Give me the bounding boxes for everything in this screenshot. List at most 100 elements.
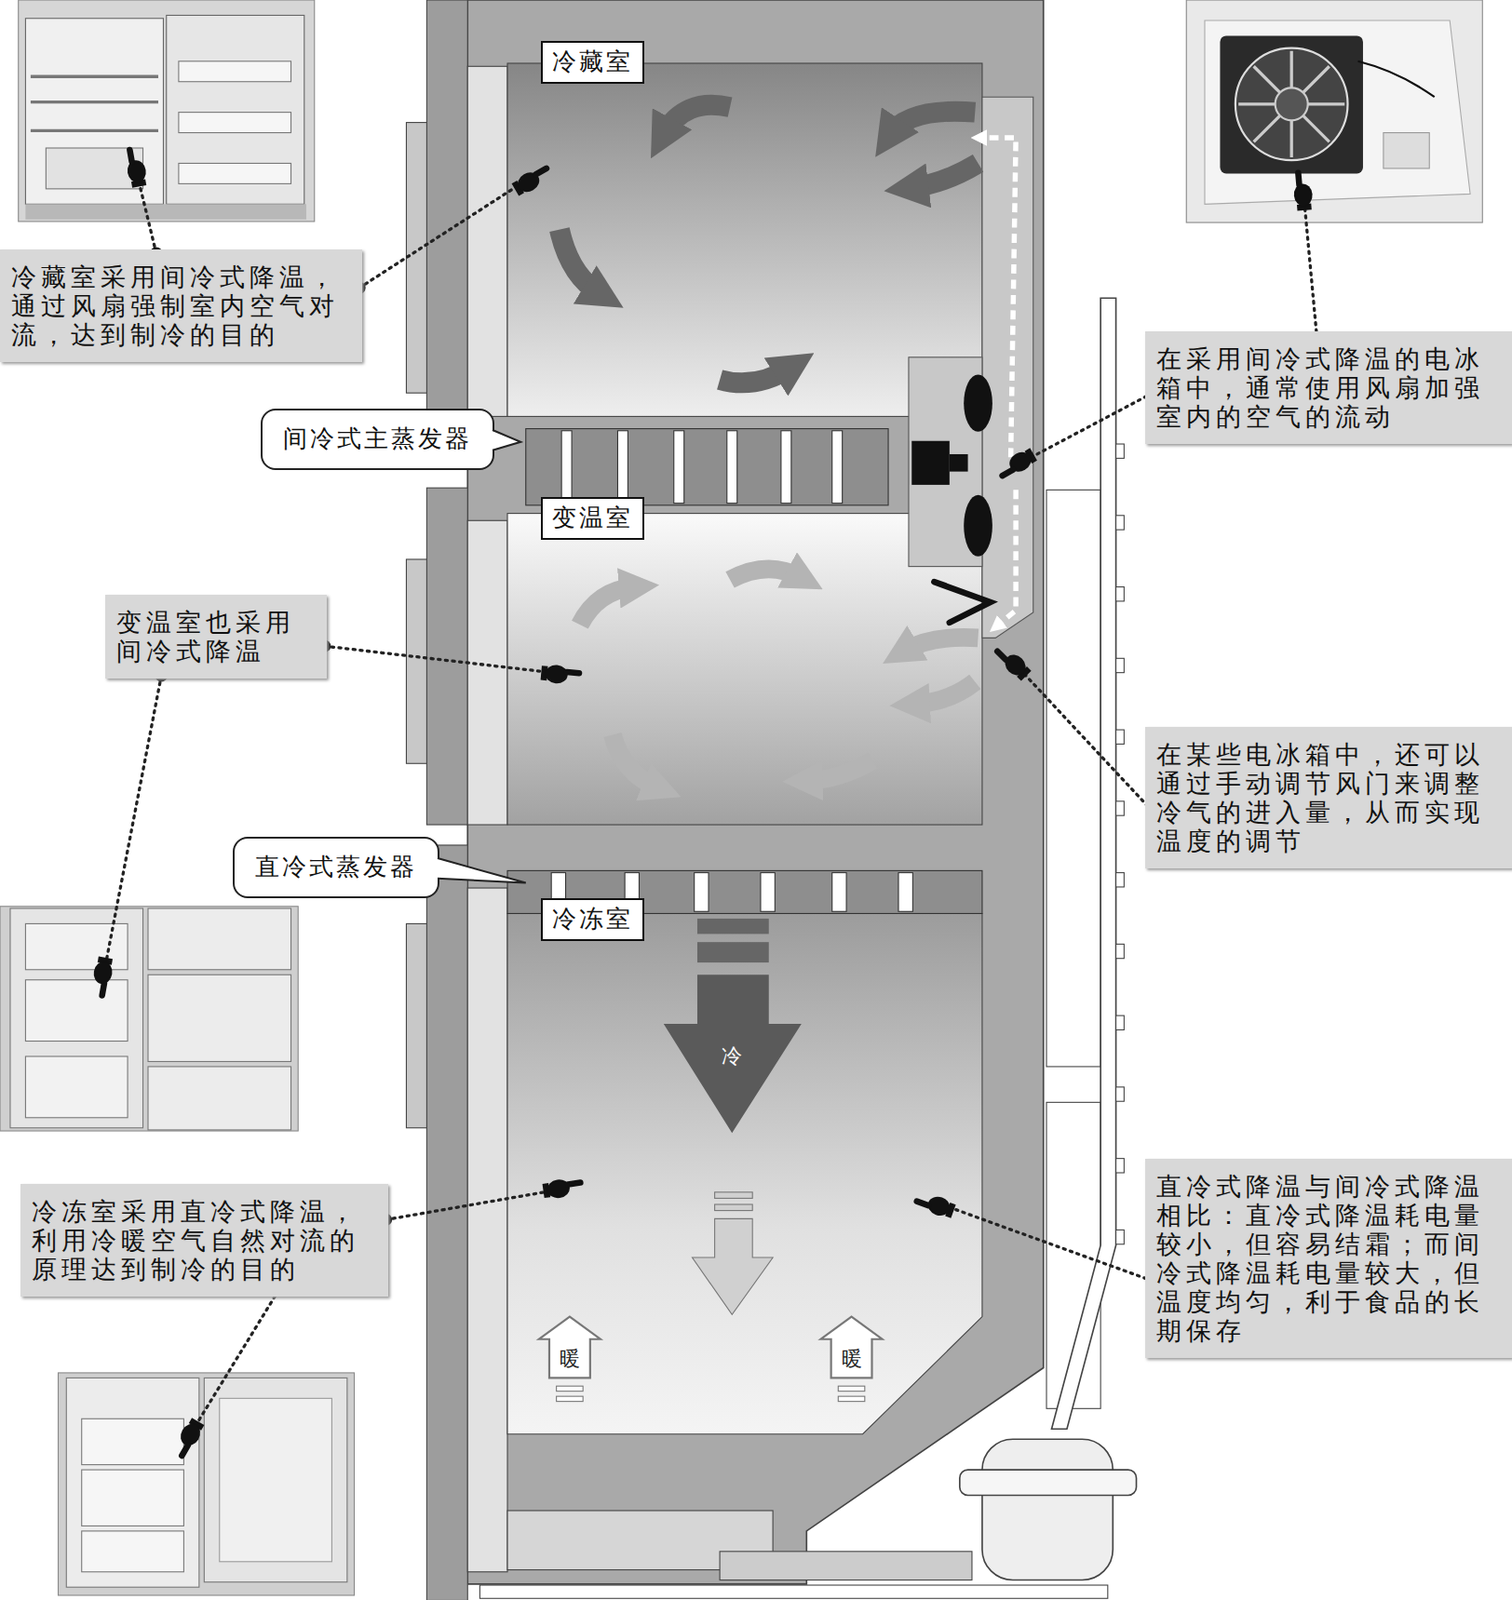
note-box: 直冷式降温与间冷式降温相比：直冷式降温耗电量较小，但容易结霜；而间冷式降温耗电量…	[1145, 1159, 1512, 1359]
compressor	[982, 1439, 1113, 1580]
photo	[148, 908, 292, 971]
airflow-arrow	[903, 637, 978, 652]
cabinet	[467, 0, 1043, 1585]
box-text: 冷藏室	[552, 46, 634, 79]
arrow-label: 暖	[841, 1349, 863, 1370]
photo	[25, 1056, 128, 1119]
photo	[1219, 35, 1364, 174]
photo	[81, 1531, 185, 1573]
photo	[81, 1418, 185, 1465]
photo	[1235, 48, 1349, 162]
air-damper	[933, 581, 990, 623]
box-text: 冷藏室采用间冷式降温，通过风扇强制室内空气对流，达到制冷的目的	[11, 262, 351, 350]
evaporator	[832, 431, 843, 504]
pointing-hand	[169, 1417, 206, 1462]
cabinet	[426, 845, 468, 1600]
photo	[81, 1470, 185, 1526]
airflow-arrow	[539, 1317, 601, 1379]
condenser	[1116, 587, 1125, 602]
cabinet	[426, 487, 468, 825]
airflow-arrow	[837, 1396, 865, 1402]
evaporator	[694, 873, 709, 913]
note-box: 冷冻室采用直冷式降温，利用冷暖空气自然对流的原理达到制冷的目的	[20, 1184, 389, 1297]
condenser	[1046, 489, 1101, 1067]
box-text: 变温室也采用间冷式降温	[116, 607, 316, 666]
cabinet	[405, 122, 427, 394]
photo	[148, 974, 292, 1062]
evaporator	[832, 873, 847, 913]
airflow-arrow	[982, 137, 1016, 458]
airflow-arrow	[539, 105, 1016, 1403]
leader-line	[196, 1290, 280, 1426]
airflow-arrow	[715, 1192, 754, 1200]
photo	[148, 1066, 292, 1131]
condenser	[1051, 297, 1116, 1430]
air-duct	[908, 96, 1034, 638]
photo	[1357, 61, 1434, 97]
pointing-hand	[89, 956, 115, 1000]
photo	[1186, 0, 1483, 223]
cabinet	[426, 0, 468, 465]
callout-tail	[435, 858, 527, 884]
airflow-arrow	[556, 1396, 584, 1402]
leader-line	[1024, 674, 1153, 812]
compressor	[479, 1439, 1136, 1599]
pointing-hand	[1292, 168, 1314, 211]
fan	[963, 374, 993, 432]
photo	[30, 100, 159, 104]
box-text: 冷冻室采用直冷式降温，利用冷暖空气自然对流的原理达到制冷的目的	[31, 1197, 378, 1284]
compartment-label: 变温室	[540, 497, 645, 540]
condenser	[1116, 515, 1125, 530]
cabinet	[405, 923, 427, 1128]
box-text: 直冷式降温与间冷式降温相比：直冷式降温耗电量较小，但容易结霜；而间冷式降温耗电量…	[1156, 1172, 1501, 1346]
photo	[178, 162, 292, 184]
leader-line	[106, 675, 162, 962]
evaporator	[760, 873, 775, 913]
note-box: 在采用间冷式降温的电冰箱中，通常使用风扇加强室内的空气的流动	[1145, 331, 1512, 445]
photo	[1275, 87, 1309, 121]
airflow-arrow	[715, 1204, 754, 1212]
airflow-arrow	[697, 942, 770, 963]
photo	[10, 908, 144, 1129]
note-box: 变温室也采用间冷式降温	[105, 594, 327, 679]
photo	[30, 75, 159, 79]
arrow-label: 冷	[721, 1046, 743, 1067]
evaporator	[561, 431, 572, 504]
airflow-arrow	[559, 229, 601, 295]
pointing-hand	[540, 663, 582, 686]
note-box: 冷藏室采用间冷式降温，通过风扇强制室内空气对流，达到制冷的目的	[0, 249, 363, 363]
leader-line	[1304, 207, 1317, 339]
photo	[25, 203, 307, 219]
box-text: 间冷式主蒸发器	[283, 423, 473, 456]
leader-line	[138, 181, 157, 254]
photo	[18, 0, 315, 222]
pointing-hand	[122, 144, 149, 189]
cabinet	[405, 0, 1043, 1600]
condenser	[1116, 1087, 1125, 1102]
airflow-arrow	[580, 587, 635, 626]
evaporator	[727, 431, 738, 504]
airflow-arrow	[837, 1386, 865, 1391]
condenser	[1046, 297, 1124, 1430]
leader-line	[386, 1192, 545, 1221]
pointing-hand	[990, 640, 1033, 683]
cabinet	[467, 66, 508, 417]
evaporator	[674, 431, 685, 504]
airflow-arrow	[913, 682, 975, 705]
airflow-arrow	[890, 111, 975, 135]
photo	[203, 1377, 348, 1582]
fan	[963, 495, 993, 557]
evaporator	[781, 431, 792, 504]
compressor	[479, 1585, 1107, 1599]
compartment-interior	[507, 63, 983, 1571]
airflow-arrow	[556, 1386, 584, 1391]
condenser	[1116, 873, 1125, 888]
callout-tail	[232, 837, 234, 838]
callout-tail	[437, 858, 527, 884]
airflow-arrow	[998, 489, 1016, 625]
condenser	[1116, 658, 1125, 673]
compartment-label: 冷冻室	[540, 898, 645, 942]
airflow-arrow	[612, 735, 659, 789]
airflow-arrow	[806, 760, 873, 782]
